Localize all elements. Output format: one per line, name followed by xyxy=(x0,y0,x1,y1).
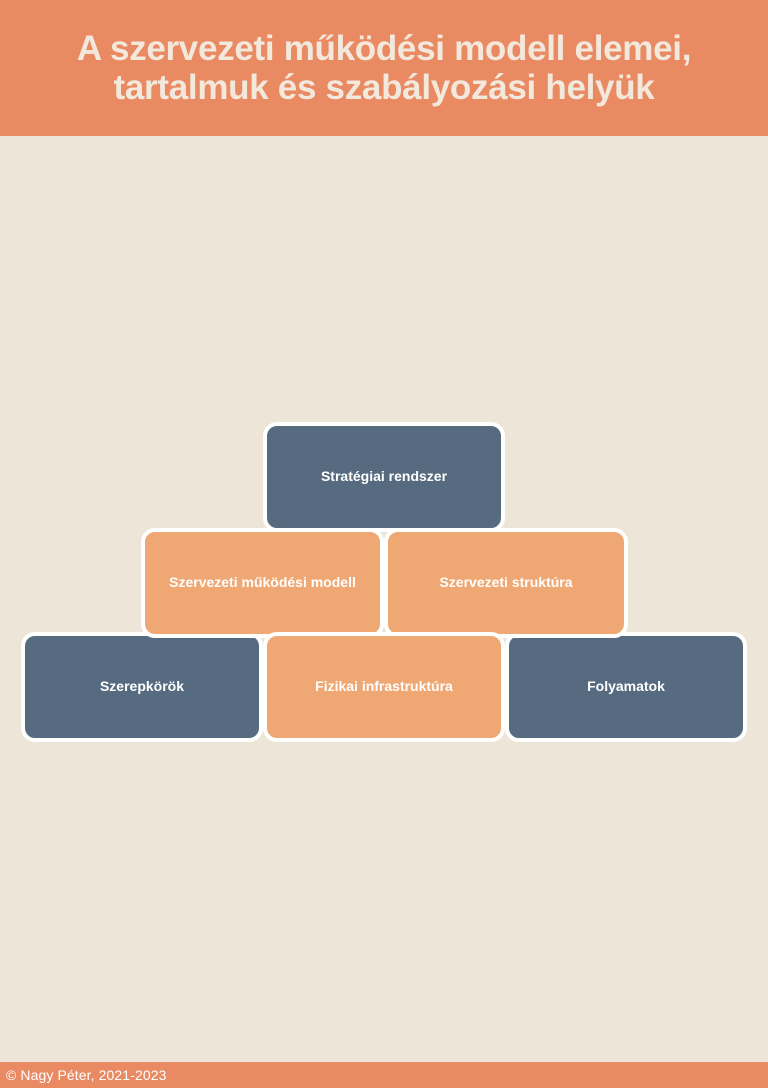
diagram-node-label: Szervezeti működési modell xyxy=(169,574,356,591)
page-header: A szervezeti működési modell elemei, tar… xyxy=(0,0,768,136)
page-title: A szervezeti működési modell elemei, tar… xyxy=(76,28,692,107)
diagram-node-label: Szerepkörök xyxy=(99,678,185,695)
diagram-node-fizikai-infrastruktura[interactable]: Fizikai infrastruktúra xyxy=(263,632,505,742)
copyright-text: © Nagy Péter, 2021-2023 xyxy=(6,1067,167,1083)
diagram-node-label: Stratégiai rendszer xyxy=(320,468,448,485)
diagram-node-szerepkorok[interactable]: Szerepkörök xyxy=(21,632,263,742)
diagram-node-label: Szervezeti struktúra xyxy=(439,574,573,591)
diagram-node-szervezeti-struktura[interactable]: Szervezeti struktúra xyxy=(384,528,628,638)
page-footer: © Nagy Péter, 2021-2023 xyxy=(0,1062,768,1088)
diagram-node-folyamatok[interactable]: Folyamatok xyxy=(505,632,747,742)
diagram-node-label: Folyamatok xyxy=(587,678,665,695)
diagram-canvas: Stratégiai rendszer Szervezeti működési … xyxy=(0,136,768,1062)
diagram-node-label: Fizikai infrastruktúra xyxy=(315,678,453,695)
diagram-node-strategiai-rendszer[interactable]: Stratégiai rendszer xyxy=(263,422,505,532)
diagram-node-szervezeti-mukodesi-modell[interactable]: Szervezeti működési modell xyxy=(141,528,384,638)
pyramid-diagram: Stratégiai rendszer Szervezeti működési … xyxy=(0,136,768,1062)
